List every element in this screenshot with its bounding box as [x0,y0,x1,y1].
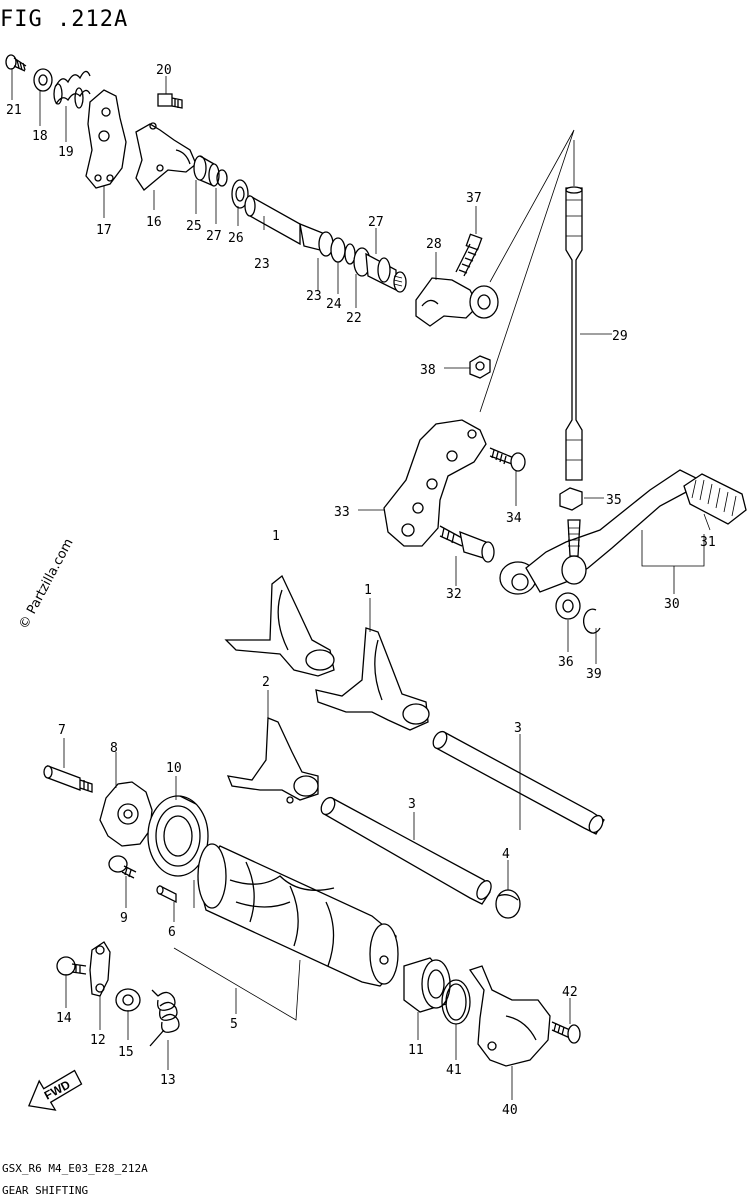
part-14-bolt[interactable] [56,956,87,976]
part-29-shift-rod[interactable] [565,186,583,481]
callout-7: 7 [58,723,66,738]
part-37-bolt[interactable] [455,233,483,277]
callout-3-upper: 3 [514,721,522,736]
part-27-circlip-a[interactable] [216,169,228,187]
callout-3-lower: 3 [408,797,416,812]
guide-line-rod [479,129,575,413]
callout-27-upper: 27 [368,215,384,230]
callout-11: 11 [408,1043,424,1058]
fwd-arrow-icon: FWD [27,1069,83,1111]
callout-29: 29 [612,329,628,344]
part-32-pivot-bolt[interactable] [439,525,495,563]
callout-5: 5 [230,1017,238,1032]
callout-30: 30 [664,597,680,612]
callout-24: 24 [326,297,342,312]
part-42-bolt[interactable] [551,1021,581,1044]
part-36-washer[interactable] [555,592,581,620]
part-10-bearing[interactable] [147,795,209,877]
callout-23-upper: 23 [254,257,270,272]
callout-21: 21 [6,103,22,118]
callout-22: 22 [346,311,362,326]
callout-9: 9 [120,911,128,926]
part-26-washer[interactable] [231,179,249,209]
callout-33: 33 [334,505,350,520]
callout-4: 4 [502,847,510,862]
part-15-roller[interactable] [115,988,141,1012]
callout-8: 8 [110,741,118,756]
callout-35: 35 [606,493,622,508]
callout-1-lower: 1 [364,583,372,598]
part-30-shift-lever-pedal[interactable] [499,469,697,595]
callout-31: 31 [700,535,716,550]
part-33-bracket[interactable] [383,419,487,547]
copyright-watermark: © Partzilla.com [16,536,76,632]
section-name: GEAR SHIFTING [2,1184,88,1197]
part-20-bolt[interactable] [157,93,183,109]
part-7-pin[interactable] [43,765,93,793]
callout-28: 28 [426,237,442,252]
part-12-stopper[interactable] [89,941,111,997]
part-4-plug[interactable] [495,889,521,919]
part-21-screw[interactable] [5,54,27,72]
part-19-spring[interactable] [53,70,91,109]
part-8-cam-plate[interactable] [99,781,153,847]
part-1-shift-fork-a[interactable] [224,574,335,677]
callout-38: 38 [420,363,436,378]
callout-2: 2 [262,675,270,690]
callout-20: 20 [156,63,172,78]
callout-32: 32 [446,587,462,602]
part-39-clip[interactable] [582,608,601,634]
part-40-cover[interactable] [468,965,551,1067]
callout-25: 25 [186,219,202,234]
callout-1-upper: 1 [272,529,280,544]
part-16-shift-arm[interactable] [135,122,197,191]
part-5-gearshift-cam[interactable] [197,843,399,987]
callout-labels: 21 18 19 20 17 16 25 27 26 23 27 37 28 2… [6,63,716,1118]
callout-37: 37 [466,191,482,206]
part-38-nut[interactable] [469,355,491,379]
callout-42: 42 [562,985,578,1000]
callout-13: 13 [160,1073,176,1088]
callout-12: 12 [90,1033,106,1048]
callout-18: 18 [32,129,48,144]
callout-23-lower: 23 [306,289,322,304]
figure-title: FIG .212A [0,7,128,32]
part-28-shift-lever[interactable] [415,277,499,327]
part-18-washer[interactable] [33,68,53,92]
callout-26: 26 [228,231,244,246]
callout-34: 34 [506,511,522,526]
part-25-collar[interactable] [193,155,220,187]
part-23-shift-shaft[interactable] [244,194,356,265]
part-31-footpeg-rubber[interactable] [683,473,747,525]
part-13-spring[interactable] [149,989,180,1047]
part-9-screw[interactable] [108,855,137,879]
part-34-bolt[interactable] [489,447,526,472]
callout-10: 10 [166,761,182,776]
part-3-fork-shaft-b[interactable] [318,795,494,905]
callout-17: 17 [96,223,112,238]
part-2-shift-fork-c[interactable] [226,717,319,804]
part-41-o-ring[interactable] [441,979,471,1025]
callout-19: 19 [58,145,74,160]
callout-36: 36 [558,655,574,670]
callout-15: 15 [118,1045,134,1060]
callout-41: 41 [446,1063,462,1078]
part-6-pin[interactable] [156,884,177,904]
part-17-stopper-plate[interactable] [85,89,127,189]
callout-39: 39 [586,667,602,682]
part-11-needle-bearing[interactable] [403,957,451,1013]
part-3-fork-shaft-a[interactable] [430,729,605,835]
leader-lines [11,68,711,1100]
model-code: GSX_R6 M4_E03_E28_212A [2,1162,148,1175]
callout-14: 14 [56,1011,72,1026]
part-35-nut[interactable] [559,487,583,511]
part-22-bearing[interactable] [365,252,407,293]
callout-40: 40 [502,1103,518,1118]
callout-16: 16 [146,215,162,230]
part-1-shift-fork-b[interactable] [315,627,430,731]
callout-27-lower: 27 [206,229,222,244]
callout-6: 6 [168,925,176,940]
